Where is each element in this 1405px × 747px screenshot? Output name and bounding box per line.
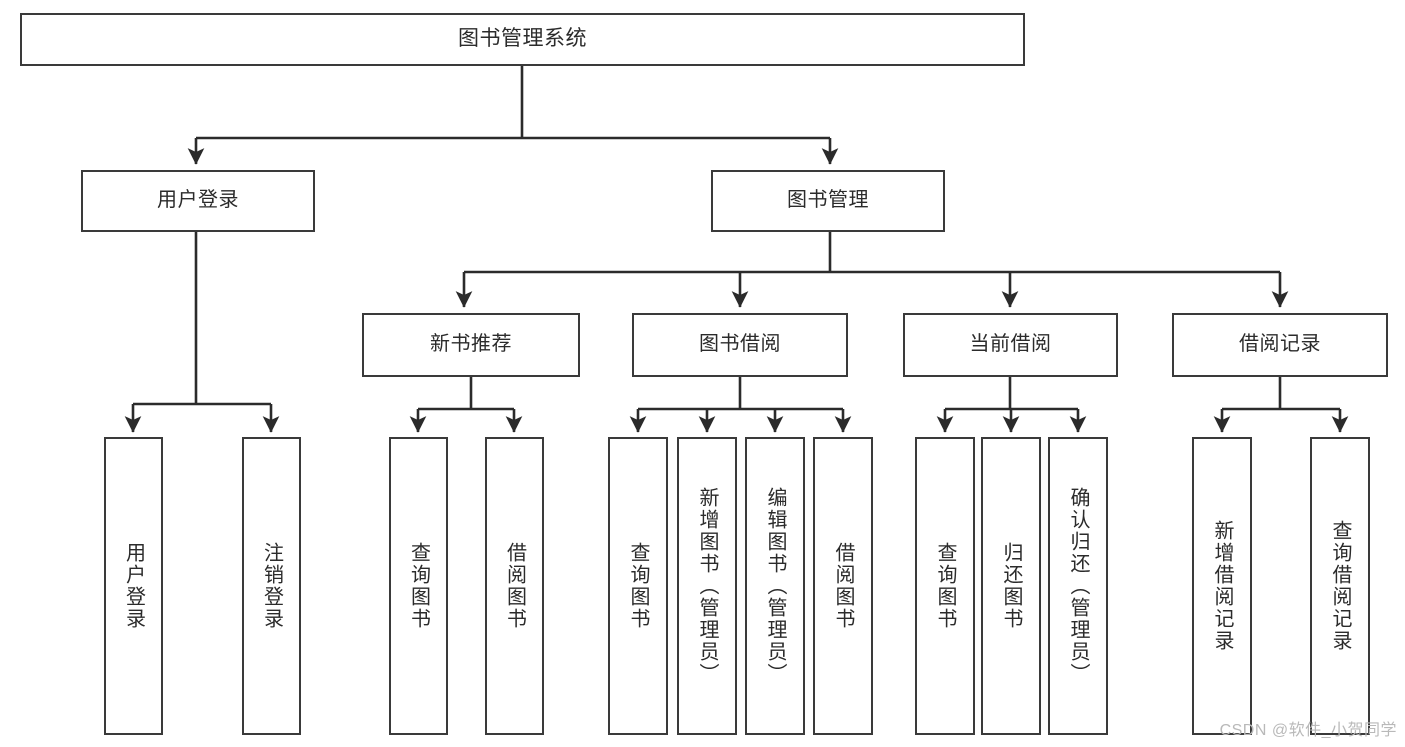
node-book-management[interactable]: 图书管理 [711,170,945,232]
node-leaf-query-book-1[interactable]: 查询图书 [389,437,448,735]
node-user-login[interactable]: 用户登录 [81,170,315,232]
node-leaf-logout[interactable]: 注销登录 [242,437,301,735]
node-leaf-query-book-2[interactable]: 查询图书 [608,437,668,735]
node-leaf-borrow-book-1[interactable]: 借阅图书 [485,437,544,735]
node-leaf-add-record[interactable]: 新增借阅记录 [1192,437,1252,735]
node-leaf-borrow-book-2[interactable]: 借阅图书 [813,437,873,735]
node-new-book-recommend-label: 新书推荐 [430,333,512,356]
node-book-borrow-label: 图书借阅 [699,333,781,356]
watermark: CSDN @软件_小贺同学 [1219,722,1397,739]
node-current-borrow[interactable]: 当前借阅 [903,313,1118,377]
node-root-label: 图书管理系统 [458,27,587,51]
node-leaf-query-book-1-label: 查询图书 [407,542,430,630]
node-leaf-borrow-book-2-label: 借阅图书 [832,542,854,630]
node-borrow-record[interactable]: 借阅记录 [1172,313,1388,377]
node-leaf-confirm-return[interactable]: 确认归还（管理员） [1048,437,1108,735]
node-leaf-return-book[interactable]: 归还图书 [981,437,1041,735]
node-leaf-add-book[interactable]: 新增图书（管理员） [677,437,737,735]
node-leaf-query-book-2-label: 查询图书 [627,542,649,630]
node-root[interactable]: 图书管理系统 [20,13,1025,66]
node-leaf-confirm-return-label: 确认归还（管理员） [1067,487,1089,685]
node-leaf-query-record-label: 查询借阅记录 [1329,520,1351,652]
node-book-management-label: 图书管理 [787,189,869,212]
node-leaf-borrow-book-1-label: 借阅图书 [503,542,526,630]
node-leaf-user-login-label: 用户登录 [122,542,145,630]
node-leaf-user-login[interactable]: 用户登录 [104,437,163,735]
node-leaf-add-record-label: 新增借阅记录 [1211,520,1233,652]
node-leaf-logout-label: 注销登录 [260,542,283,630]
node-leaf-edit-book[interactable]: 编辑图书（管理员） [745,437,805,735]
node-leaf-query-book-3[interactable]: 查询图书 [915,437,975,735]
node-current-borrow-label: 当前借阅 [969,333,1052,356]
node-leaf-query-record[interactable]: 查询借阅记录 [1310,437,1370,735]
node-leaf-return-book-label: 归还图书 [1000,542,1022,630]
node-book-borrow[interactable]: 图书借阅 [632,313,848,377]
node-borrow-record-label: 借阅记录 [1239,333,1321,356]
node-leaf-add-book-label: 新增图书（管理员） [696,487,718,685]
node-leaf-query-book-3-label: 查询图书 [934,542,956,630]
node-user-login-label: 用户登录 [157,189,239,212]
node-leaf-edit-book-label: 编辑图书（管理员） [764,487,786,685]
node-new-book-recommend[interactable]: 新书推荐 [362,313,580,377]
